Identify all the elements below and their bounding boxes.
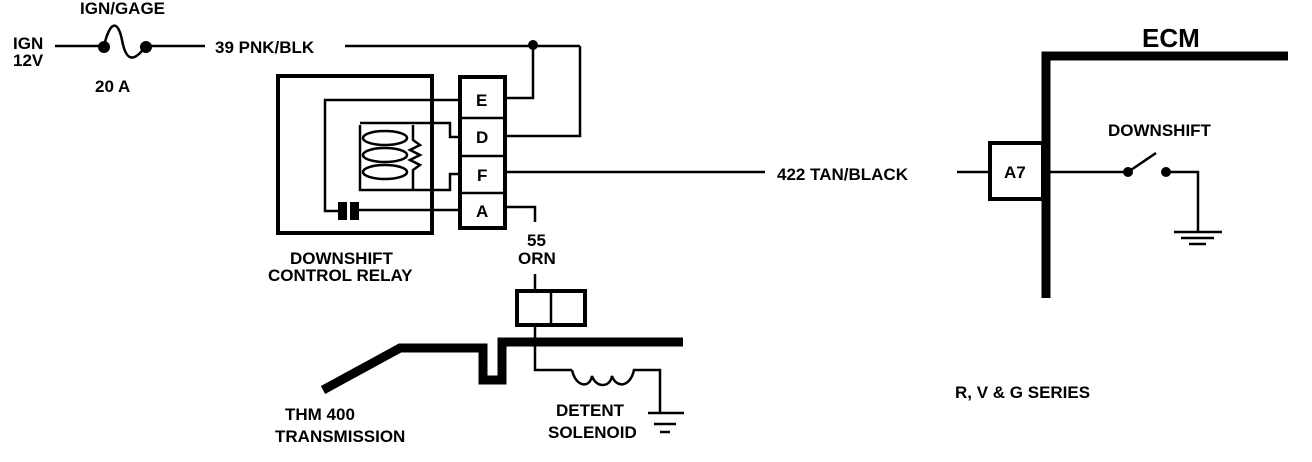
fuse-name: IGN/GAGE — [80, 0, 165, 18]
transmission-case — [320, 337, 683, 394]
ecm-pin-box — [988, 141, 1045, 201]
power-label-line2: 12V — [13, 51, 44, 70]
wire-label-55: 55 — [527, 231, 546, 250]
downshift-switch-icon — [1046, 151, 1200, 232]
wire-label-422: 422 TAN/BLACK — [777, 165, 909, 184]
relay-label-line2: CONTROL RELAY — [268, 266, 413, 285]
wire-label-orn: ORN — [518, 249, 556, 268]
pin-a: A — [476, 202, 488, 221]
solenoid-label-line2: SOLENOID — [548, 423, 637, 442]
solenoid-label-line1: DETENT — [556, 401, 625, 420]
fuse-rating: 20 A — [95, 77, 130, 96]
relay-label-line1: DOWNSHIFT — [290, 249, 394, 268]
ecm-pin-a7: A7 — [1004, 163, 1026, 182]
wire-55-upper — [505, 205, 537, 222]
wire-39 — [345, 40, 582, 138]
transmission-label-line1: THM 400 — [285, 405, 355, 424]
pin-f: F — [477, 166, 487, 185]
detent-solenoid-icon — [533, 325, 684, 434]
downshift-switch-label: DOWNSHIFT — [1108, 121, 1212, 140]
relay-coil-icon — [361, 129, 409, 181]
ecm-title: ECM — [1142, 23, 1200, 53]
relay-connector: E D F A — [458, 75, 507, 230]
pin-e: E — [476, 91, 487, 110]
power-label-line1: IGN — [13, 34, 43, 53]
solenoid-connector — [515, 289, 587, 327]
transmission-label-line2: TRANSMISSION — [275, 427, 405, 446]
pin-d: D — [476, 128, 488, 147]
fuse-symbol — [55, 24, 205, 59]
ecm-boundary — [1041, 51, 1288, 298]
resistor-icon — [407, 125, 423, 190]
relay-internal-wiring — [323, 98, 460, 220]
series-label: R, V & G SERIES — [955, 383, 1090, 402]
wire-label-39-pnk-blk: 39 PNK/BLK — [215, 38, 315, 57]
ground-icon — [1174, 230, 1222, 246]
